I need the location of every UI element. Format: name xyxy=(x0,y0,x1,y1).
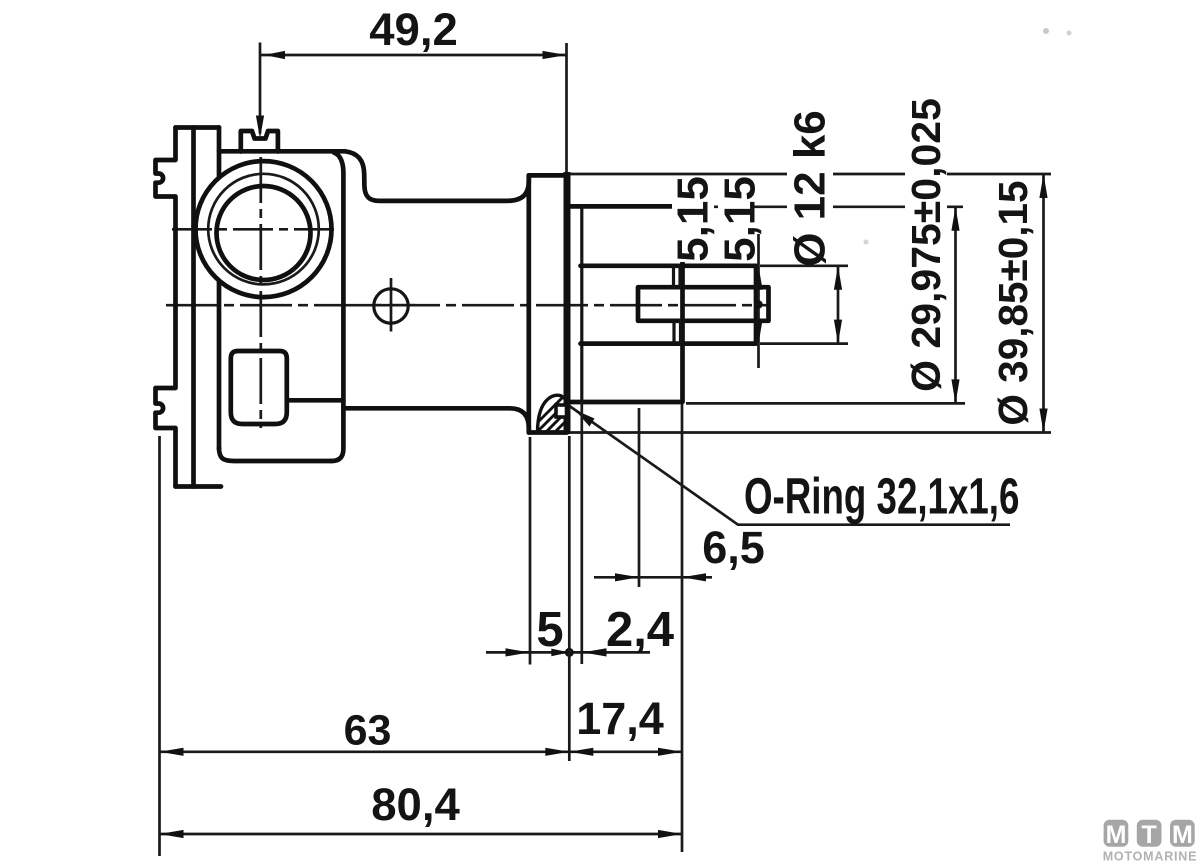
svg-text:5,15: 5,15 xyxy=(716,176,765,262)
svg-text:6,5: 6,5 xyxy=(702,522,765,573)
svg-text:80,4: 80,4 xyxy=(371,779,460,830)
svg-text:63: 63 xyxy=(344,707,392,755)
svg-text:49,2: 49,2 xyxy=(369,4,458,55)
svg-text:Ø 12 k6: Ø 12 k6 xyxy=(786,110,835,267)
svg-text:M: M xyxy=(1106,821,1127,849)
svg-text:Ø 39,85±0,15: Ø 39,85±0,15 xyxy=(990,180,1036,425)
svg-text:5,15: 5,15 xyxy=(669,176,718,262)
svg-text:Ø 29,975±0,025: Ø 29,975±0,025 xyxy=(903,98,949,392)
svg-text:T: T xyxy=(1142,821,1157,849)
svg-text:5: 5 xyxy=(536,603,563,657)
svg-text:17,4: 17,4 xyxy=(576,693,664,744)
svg-text:2,4: 2,4 xyxy=(606,603,674,657)
svg-text:O-Ring 32,1x1,6: O-Ring 32,1x1,6 xyxy=(744,469,1019,525)
svg-text:M: M xyxy=(1172,821,1193,849)
svg-text:MOTOMARINE: MOTOMARINE xyxy=(1103,850,1198,864)
